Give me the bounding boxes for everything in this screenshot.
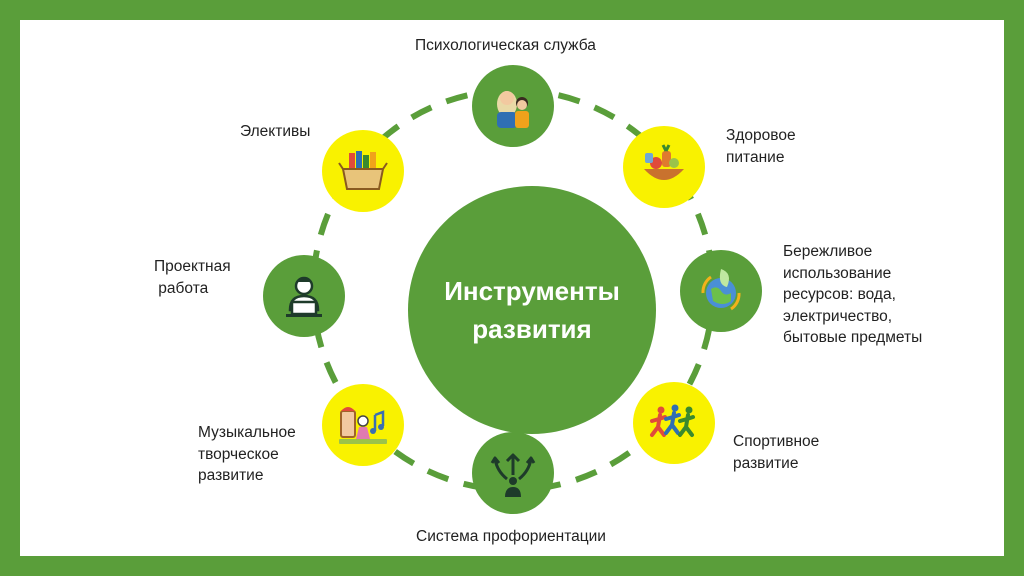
label-eco: Бережливое использование ресурсов: вода,… xyxy=(783,243,923,346)
node-project[interactable] xyxy=(263,255,345,337)
center-title-line2: развития xyxy=(472,314,592,344)
node-eco[interactable] xyxy=(680,250,762,332)
books-box-icon xyxy=(338,151,388,190)
healthy-food-icon xyxy=(644,144,684,180)
people-icon xyxy=(497,91,529,128)
runners-icon xyxy=(650,404,695,437)
eco-globe-icon xyxy=(701,269,741,311)
node-food[interactable] xyxy=(623,126,705,208)
node-electives[interactable] xyxy=(322,130,404,212)
label-project: Проектная работа xyxy=(154,258,231,297)
label-food: Здоровое питание xyxy=(726,127,796,166)
label-psych: Психологическая служба xyxy=(415,37,596,54)
node-music[interactable] xyxy=(322,384,404,466)
node-psych[interactable] xyxy=(472,65,554,147)
slide: Инструменты развития Психологическая слу… xyxy=(20,20,1004,556)
label-music: Музыкальное творческое развитие xyxy=(198,424,296,484)
career-arrows-icon xyxy=(490,453,536,497)
label-electives: Элективы xyxy=(240,123,311,140)
center-title-line1: Инструменты xyxy=(444,276,620,306)
center-circle: Инструменты развития xyxy=(408,186,656,434)
person-laptop-icon xyxy=(286,276,322,317)
theatre-music-icon xyxy=(339,407,387,444)
label-sport: Спортивное развитие xyxy=(733,433,820,472)
node-career[interactable] xyxy=(472,432,554,514)
label-career: Система профориентации xyxy=(416,528,606,545)
node-sport[interactable] xyxy=(633,382,715,464)
